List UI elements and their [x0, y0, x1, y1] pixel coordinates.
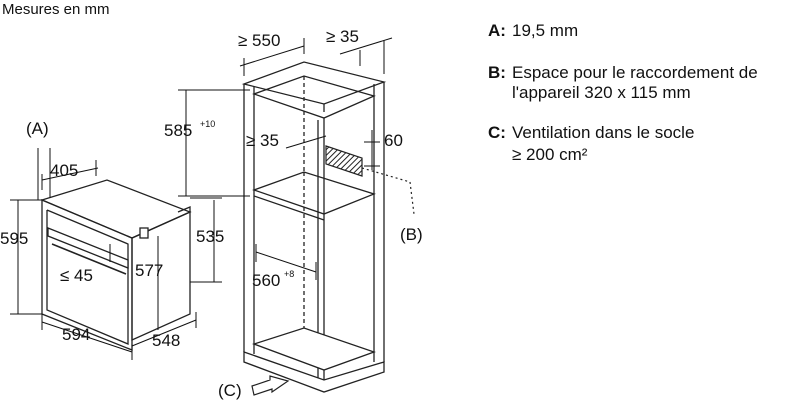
- dim-oven-depth: 548: [152, 331, 180, 350]
- legend: A: 19,5 mm B: Espace pour le raccordemen…: [488, 21, 758, 164]
- connection-opening: [325, 145, 363, 177]
- label-c: (C): [218, 381, 242, 400]
- oven-side: [131, 210, 191, 342]
- dim-cabinet-width: ≥ 550: [238, 31, 280, 50]
- legend-line: 19,5 mm: [512, 21, 578, 40]
- oven-top: [40, 179, 192, 239]
- legend-line: ≥ 200 cm²: [512, 145, 588, 164]
- legend-line: l'appareil 320 x 115 mm: [512, 83, 691, 102]
- cabinet-dimension-lines: [178, 37, 393, 280]
- legend-key: B:: [488, 63, 506, 82]
- dim-oven-depth-top: 405: [50, 161, 78, 180]
- dim-oven-door: ≤ 45: [60, 266, 93, 285]
- dim-niche-height-tol: +10: [200, 119, 215, 129]
- label-b: (B): [400, 225, 423, 244]
- legend-item-a: A: 19,5 mm: [488, 21, 578, 40]
- dim-gap: ≥ 35: [246, 131, 279, 150]
- dim-niche-height: 585: [164, 121, 192, 140]
- legend-item-c: C: Ventilation dans le socle ≥ 200 cm²: [488, 123, 694, 164]
- legend-key: C:: [488, 123, 506, 142]
- opening-leader: [361, 167, 415, 215]
- oven-handle: [51, 243, 127, 275]
- page-title: Mesures en mm: [2, 1, 110, 18]
- dim-oven-width: 594: [62, 325, 90, 344]
- dim-oven-height: 595: [0, 229, 28, 248]
- oven-drawing: [40, 179, 192, 351]
- dim-niche-width-tol: +8: [284, 269, 294, 279]
- dim-cabinet-back: ≥ 35: [326, 27, 359, 46]
- dim-oven-side-height: 535: [196, 227, 224, 246]
- legend-line: Ventilation dans le socle: [512, 123, 694, 142]
- label-a: (A): [26, 119, 49, 138]
- oven-dimension-lines: [10, 148, 222, 360]
- dim-niche-width: 560: [252, 271, 280, 290]
- legend-key: A:: [488, 21, 506, 40]
- dim-opening: 60: [384, 131, 403, 150]
- legend-line: Espace pour le raccordement de: [512, 63, 758, 82]
- cabinet-drawing: [241, 61, 387, 393]
- legend-item-b: B: Espace pour le raccordement de l'appa…: [488, 63, 758, 102]
- ventilation-arrow: [251, 375, 290, 396]
- dim-oven-inner-height: 577: [135, 261, 163, 280]
